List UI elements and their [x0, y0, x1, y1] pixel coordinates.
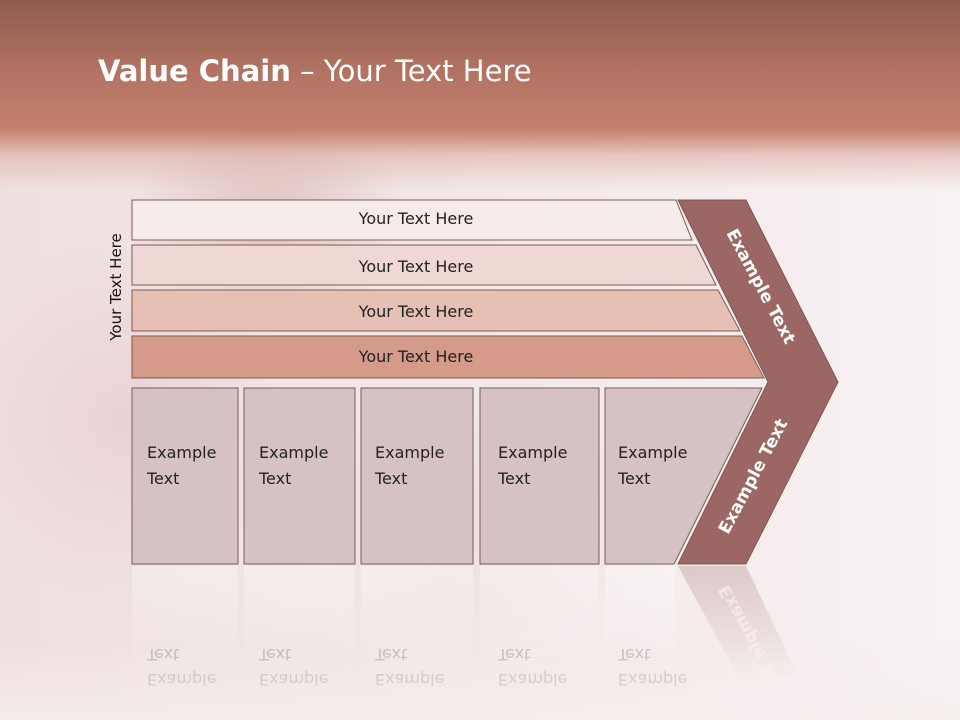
column-3[interactable] — [360, 387, 474, 565]
bar-label-2: Your Text Here — [358, 257, 474, 276]
reflection-col-3-line2: Text — [374, 645, 407, 664]
reflection: Text Example Text Example Text Example T… — [132, 566, 800, 703]
reflection-col-4-line2: Text — [497, 645, 530, 664]
column-1[interactable] — [131, 387, 239, 565]
bar-3[interactable] — [131, 289, 741, 332]
title-rest: – Your Text Here — [290, 54, 532, 88]
column-1-line2: Text — [146, 469, 179, 488]
column-5-line2: Text — [617, 469, 650, 488]
title-band — [0, 0, 960, 190]
reflection-col-5-line2: Text — [617, 645, 650, 664]
chevron-arrow[interactable] — [677, 199, 839, 565]
bar-2[interactable] — [131, 244, 717, 286]
bar-4[interactable] — [131, 335, 765, 379]
column-5[interactable] — [604, 387, 763, 565]
reflection-col-3-line1: Example — [375, 670, 444, 689]
bar-1[interactable] — [131, 199, 693, 241]
reflection-col-5-line1: Example — [618, 670, 687, 689]
slide-title: Value Chain – Your Text Here — [98, 54, 532, 88]
reflection-col-4-line1: Example — [498, 670, 567, 689]
column-2-line2: Text — [258, 469, 291, 488]
column-4-line1: Example — [498, 443, 567, 462]
reflection-col-2-line1: Example — [259, 670, 328, 689]
column-3-line1: Example — [375, 443, 444, 462]
reflection-col-1-line2: Text — [146, 645, 179, 664]
bar-label-1: Your Text Here — [358, 209, 474, 228]
column-2-line1: Example — [259, 443, 328, 462]
reflection-col-2-line2: Text — [258, 645, 291, 664]
title-bold: Value Chain — [98, 54, 291, 88]
reflection-col-1-line1: Example — [147, 670, 216, 689]
column-5-line1: Example — [618, 443, 687, 462]
column-4[interactable] — [479, 387, 600, 565]
column-1-line1: Example — [147, 443, 216, 462]
bar-label-3: Your Text Here — [358, 302, 474, 321]
column-4-line2: Text — [497, 469, 530, 488]
column-3-line2: Text — [374, 469, 407, 488]
column-2[interactable] — [243, 387, 356, 565]
bar-label-4: Your Text Here — [358, 347, 474, 366]
